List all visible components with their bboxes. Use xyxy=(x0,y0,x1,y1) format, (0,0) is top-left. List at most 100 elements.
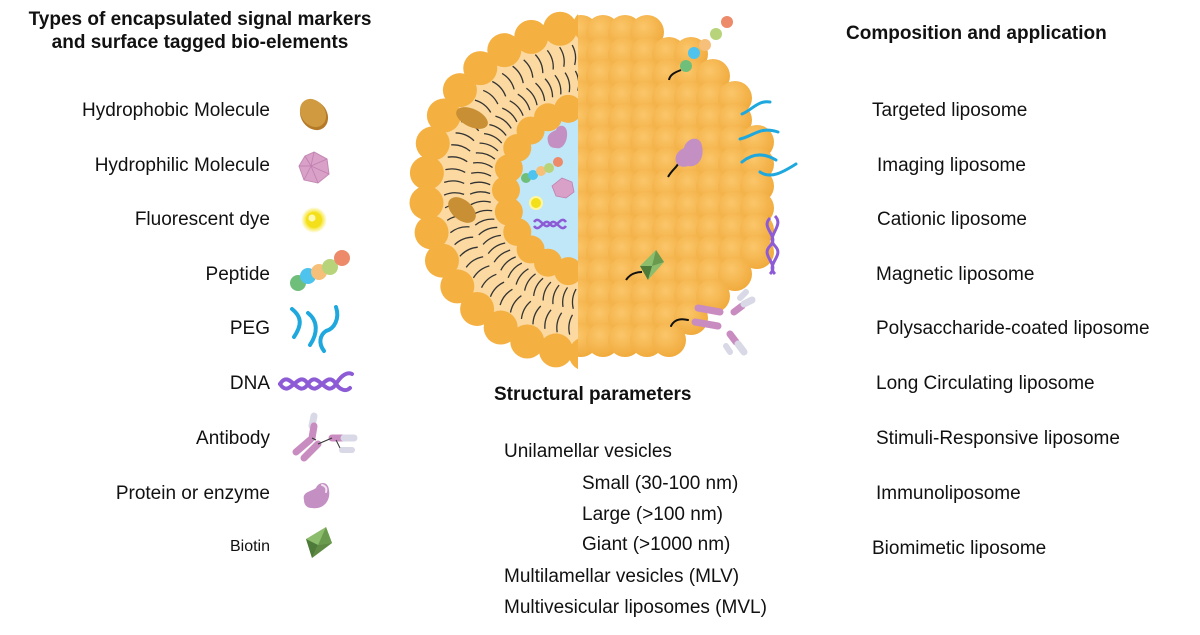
dna-icon xyxy=(278,371,354,393)
lipid-tail xyxy=(483,133,503,144)
encapsulated-dye xyxy=(529,196,543,210)
lipid-tail xyxy=(574,70,578,91)
struct-mvl: Multivesicular liposomes (MVL) xyxy=(504,597,767,618)
lipid-tail xyxy=(532,305,542,325)
biotin-icon xyxy=(306,527,332,558)
struct-small: Small (30-100 nm) xyxy=(582,473,739,494)
encapsulated-hydrophilic-molecule xyxy=(551,177,575,199)
lipid-head xyxy=(409,185,444,220)
lipid-head xyxy=(415,126,450,161)
lipid-tail xyxy=(445,168,466,174)
lipid-tail xyxy=(556,312,563,333)
embedded-hydrophobic-molecule xyxy=(456,107,488,129)
encapsulated-dna xyxy=(533,218,567,230)
lipid-tail xyxy=(509,295,522,313)
application-item: Magnetic liposome xyxy=(876,264,1035,285)
lipid-tail xyxy=(520,300,532,319)
lipid-head xyxy=(652,323,686,357)
lipid-head xyxy=(538,333,573,368)
liposome-surface xyxy=(578,15,774,357)
struct-unilamellar: Unilamellar vesicles xyxy=(504,441,672,462)
left-heading-line2: and surface tagged bio-elements xyxy=(51,32,349,53)
lipid-head xyxy=(494,154,523,183)
surface-dna xyxy=(765,214,780,276)
surface-protein xyxy=(667,138,703,178)
legend-label-biotin: Biotin xyxy=(229,538,270,555)
lipid-tail xyxy=(493,249,511,263)
struct-mlv: Multilamellar vesicles (MLV) xyxy=(504,566,740,587)
lipid-head xyxy=(740,235,774,269)
lipid-tail xyxy=(472,265,490,279)
lipid-tail xyxy=(571,288,577,309)
left-heading-line1: Types of encapsulated signal markers xyxy=(28,9,372,30)
surface-peptide xyxy=(668,16,733,81)
surface-peg xyxy=(738,100,798,177)
lipid-tail xyxy=(568,314,574,335)
application-item: Imaging liposome xyxy=(877,155,1026,176)
lipid-head xyxy=(487,33,522,68)
lipid-tail xyxy=(472,162,493,169)
lipid-head xyxy=(568,338,578,370)
lipid-tail xyxy=(509,100,524,116)
lipid-tail xyxy=(535,82,546,101)
encapsulated-protein xyxy=(547,125,568,149)
lipid-head xyxy=(442,73,477,108)
encapsulated-peptide xyxy=(521,157,563,183)
legend-label-hydrophobic: Hydrophobic Molecule xyxy=(82,100,270,121)
lipid-tail xyxy=(515,268,529,285)
lipid-tail xyxy=(544,78,554,98)
lipid-head xyxy=(718,257,752,291)
lipid-head xyxy=(514,19,549,54)
lipid-head xyxy=(424,243,459,278)
lipid-tail xyxy=(470,200,491,206)
lipid-head xyxy=(409,155,444,190)
lipid-tail xyxy=(492,80,507,97)
struct-giant: Giant (>1000 nm) xyxy=(582,534,731,555)
application-item: Immunoliposome xyxy=(876,483,1021,504)
application-item: Biomimetic liposome xyxy=(872,538,1047,559)
lipid-tail xyxy=(469,191,491,195)
lipid-tail xyxy=(474,218,495,226)
lipid-head xyxy=(696,279,730,313)
embedded-hydrophobic-molecule xyxy=(448,197,476,223)
lipid-tail xyxy=(443,192,465,196)
lipid-head xyxy=(414,215,449,250)
legend-label-fluorescent-dye: Fluorescent dye xyxy=(134,209,270,230)
lipid-tail xyxy=(459,246,478,257)
lipid-tail xyxy=(487,242,506,254)
lipid-tail xyxy=(478,226,498,236)
lipid-head xyxy=(426,98,461,133)
composition-heading: Composition and application xyxy=(846,23,1107,44)
legend-label-peg: PEG xyxy=(229,318,270,339)
surface-biotin xyxy=(625,250,664,281)
lipid-head xyxy=(543,11,578,46)
lipid-tail xyxy=(454,236,474,246)
lipid-tail xyxy=(489,124,507,136)
lipid-tail xyxy=(501,107,518,123)
lipid-tail xyxy=(469,181,491,186)
peptide-icon xyxy=(290,250,350,291)
hydrophobic-molecule-icon xyxy=(299,98,329,131)
lipid-tail xyxy=(451,144,471,152)
lipid-head xyxy=(510,324,545,359)
legend-label-peptide: Peptide xyxy=(205,264,270,285)
lipid-tail xyxy=(447,156,468,163)
lipid-tail xyxy=(571,44,577,66)
struct-large: Large (>100 nm) xyxy=(582,504,723,525)
lipid-tail xyxy=(501,72,515,90)
lipid-tail xyxy=(523,59,534,78)
legend-label-dna: DNA xyxy=(229,373,270,394)
lipid-tail xyxy=(562,287,569,308)
lipid-tail xyxy=(507,262,523,279)
peg-icon xyxy=(290,305,340,353)
lipid-tail xyxy=(465,256,484,268)
lipid-tail xyxy=(475,152,496,160)
legend-label-antibody: Antibody xyxy=(196,428,270,449)
lipid-tail xyxy=(534,54,544,74)
lipid-head xyxy=(492,176,520,204)
application-item: Polysaccharide-coated liposome xyxy=(876,318,1150,339)
lipid-head xyxy=(554,257,578,286)
lipid-tail xyxy=(552,284,560,305)
lipid-tail xyxy=(526,87,538,106)
structural-parameters-heading: Structural parameters xyxy=(494,384,692,405)
